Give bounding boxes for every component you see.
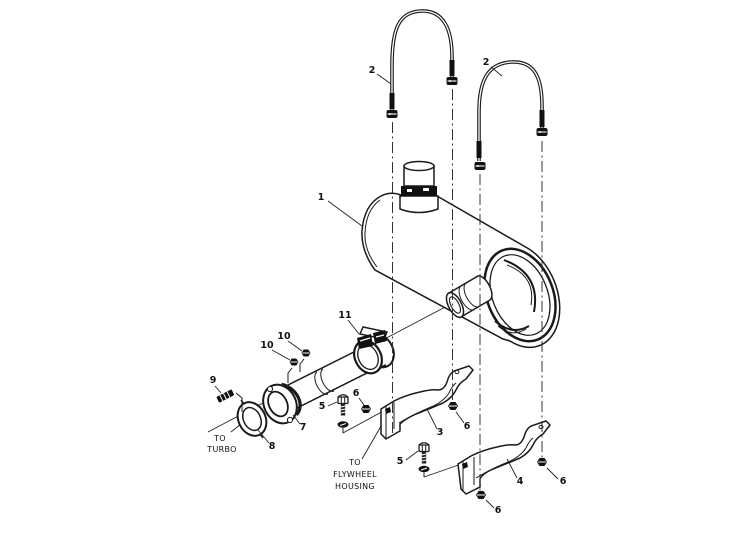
- muffler-inlet-stub: [399, 160, 439, 214]
- callout-6-label: 6: [464, 421, 471, 432]
- pipe-flange: [262, 382, 302, 425]
- callout-6-label: 6: [560, 476, 567, 487]
- stud: [216, 389, 243, 412]
- u-bolt-right: [476, 60, 545, 161]
- callout-1-label: 1: [318, 192, 325, 203]
- callout-5-label: 5: [397, 456, 404, 467]
- flange-gasket: [236, 399, 268, 439]
- flange-nuts: [287, 349, 311, 383]
- destination-captions: TO TURBO TO FLYWHEEL HOUSING: [206, 434, 377, 491]
- bracket-front: [380, 365, 474, 440]
- callout-9-label: 9: [210, 375, 217, 386]
- callout-6-label: 6: [353, 388, 360, 399]
- hex-nut: [537, 458, 547, 466]
- to-flywheel-caption-line1: TO: [348, 458, 361, 467]
- u-bolt-nut: [386, 110, 398, 118]
- to-turbo-caption-line1: TO: [213, 434, 226, 443]
- callout-8-label: 8: [269, 441, 276, 452]
- to-flywheel-caption-line2: FLYWHEEL: [333, 470, 377, 479]
- callout-10-label: 10: [277, 331, 291, 342]
- hex-nut: [361, 405, 371, 413]
- callout-10-label: 10: [260, 340, 274, 351]
- u-bolt-left: [389, 9, 455, 111]
- callout-3-label: 3: [437, 427, 444, 438]
- callout-leaders: [214, 66, 559, 509]
- muffler-body: [361, 160, 561, 349]
- callout-6-label: 6: [495, 505, 502, 516]
- bolt-front: [337, 394, 349, 433]
- exhaust-clamp: [353, 326, 395, 375]
- to-flywheel-caption-line3: HOUSING: [335, 482, 375, 491]
- hex-nut: [448, 402, 458, 410]
- callout-4-label: 4: [517, 476, 524, 487]
- callout-2-label: 2: [369, 65, 376, 76]
- muffler-endcap: [483, 247, 557, 343]
- u-bolt-nut: [474, 162, 486, 170]
- u-bolt-nut: [536, 128, 548, 136]
- callout-5-label: 5: [319, 401, 326, 412]
- nuts: [361, 77, 548, 499]
- centerlines: [392, 89, 543, 491]
- bolt-rear: [418, 442, 430, 477]
- u-bolt-nut: [446, 77, 458, 85]
- callout-7-label: 7: [300, 422, 307, 433]
- bracket-rear: [457, 420, 551, 495]
- callout-11-label: 11: [338, 310, 351, 321]
- callout-2-label: 2: [483, 57, 490, 68]
- to-turbo-caption-line2: TURBO: [206, 445, 236, 454]
- callout-numbers: 1 2 2 3 4 5 5 6 6 6 6 7 8 9 10 10 11: [210, 57, 567, 516]
- hex-nut: [476, 491, 486, 499]
